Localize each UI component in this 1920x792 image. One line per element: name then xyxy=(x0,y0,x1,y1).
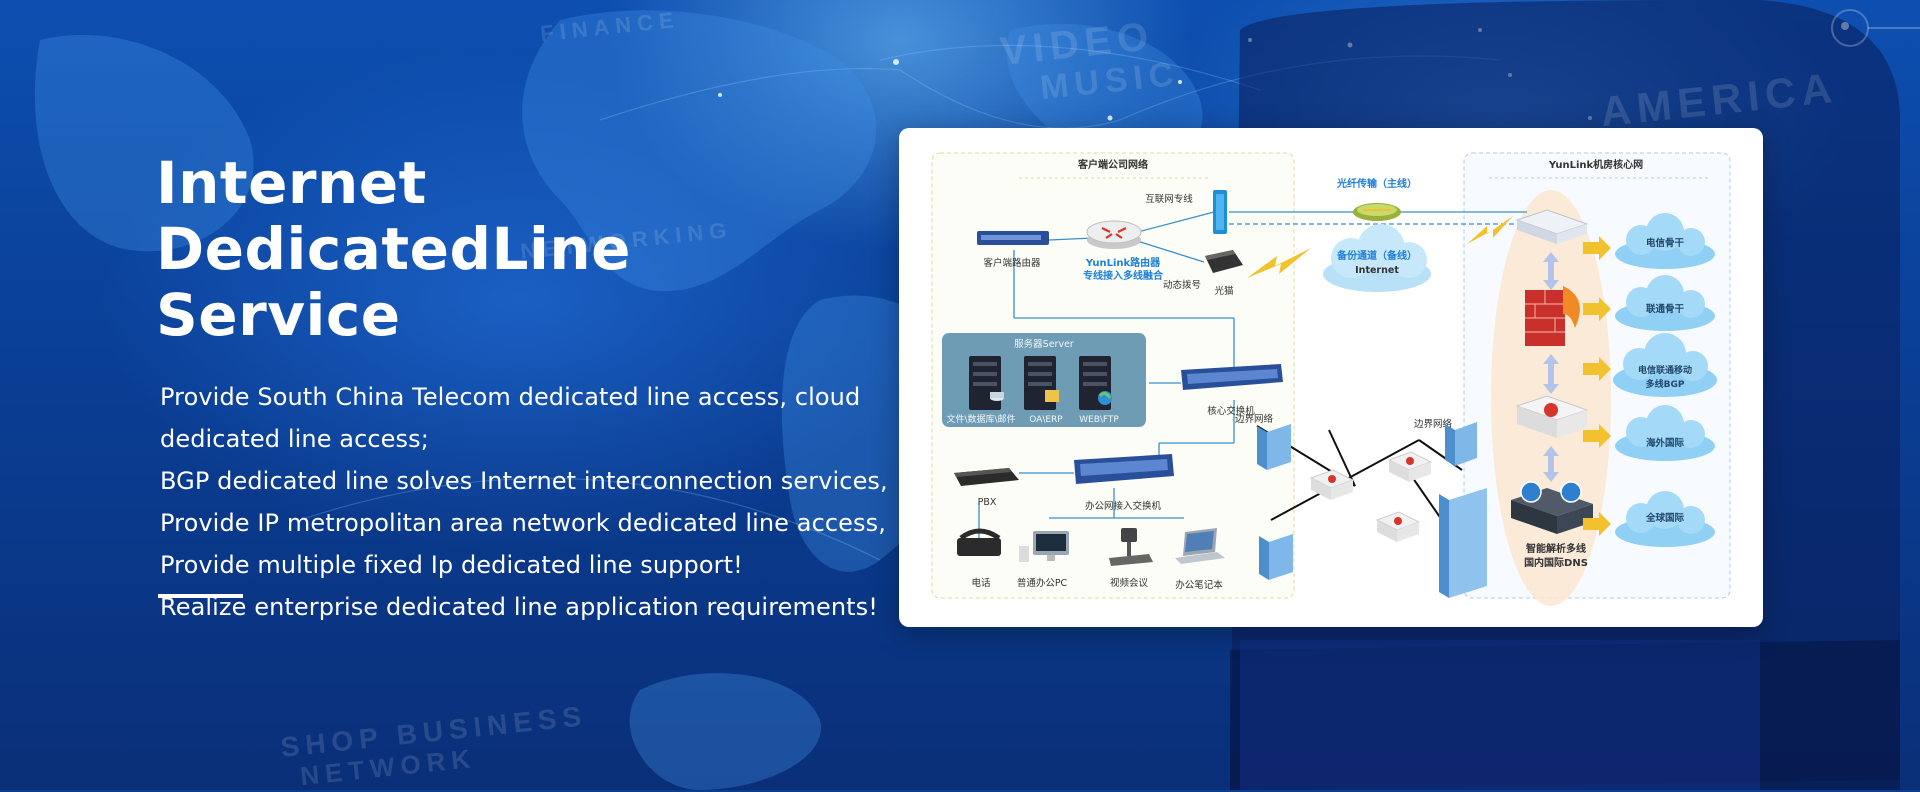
building-icon xyxy=(1445,422,1477,466)
title-line-1: Internet DedicatedLine xyxy=(156,149,631,283)
dns-label-line-1: 智能解析多线 xyxy=(1526,542,1586,555)
lightning-bolt-icon xyxy=(1247,248,1311,278)
description-line: Provide multiple fixed Ip dedicated line… xyxy=(160,551,743,579)
backbone-cloud-icon xyxy=(1613,333,1717,397)
video-conference-icon xyxy=(1109,528,1153,566)
service-description: Provide South China Telecom dedicated li… xyxy=(156,376,888,628)
backbone-label-telecom: 电信骨干 xyxy=(1646,237,1685,249)
desktop-pc-icon xyxy=(1019,531,1069,562)
server-rack-icon xyxy=(1024,356,1059,410)
description-line: BGP dedicated line solves Internet inter… xyxy=(160,467,888,495)
internet-line-label: 互联网专线 xyxy=(1145,193,1193,205)
router-subtitle-label: 专线接入多线融合 xyxy=(1083,269,1164,282)
core-switch-device xyxy=(1181,364,1283,390)
backbone-label-overseas: 海外国际 xyxy=(1646,437,1685,449)
backbone-cloud-icon xyxy=(1615,275,1715,331)
network-diagram-card: 客户端公司网络 YunLink机房核心网 xyxy=(899,128,1763,627)
description-line: dedicated line access; xyxy=(160,425,429,453)
laptop-icon xyxy=(1175,528,1225,564)
customer-zone-label: 客户端公司网络 xyxy=(1077,158,1148,171)
backbone-label-bgp-line-1: 电信联通移动 xyxy=(1638,364,1692,376)
firewall-box-icon xyxy=(1387,451,1433,482)
internet-line-device xyxy=(1213,190,1227,234)
customer-router-label: 客户端路由器 xyxy=(983,257,1041,269)
tower-building-icon xyxy=(1439,488,1487,598)
server-label-file: 文件\数据库\邮件 xyxy=(946,413,1015,425)
title-line-2: Service xyxy=(156,281,401,349)
backbone-arrow-icon xyxy=(1583,512,1611,536)
firewall-box-icon xyxy=(1375,511,1421,542)
backbone-label-global: 全球国际 xyxy=(1645,512,1685,524)
core-zone-label: YunLink机房核心网 xyxy=(1548,158,1643,171)
endpoint-label-video: 视频会议 xyxy=(1110,577,1149,589)
phone-icon xyxy=(957,528,1001,556)
title-underline xyxy=(158,594,243,598)
core-stack-arrows xyxy=(1543,252,1559,482)
server-group-label: 服务器Server xyxy=(1014,338,1074,350)
backbone-cloud-icon xyxy=(1615,405,1715,461)
router-name-label: YunLink路由器 xyxy=(1085,256,1161,269)
description-line: Provide South China Telecom dedicated li… xyxy=(160,383,861,411)
security-gateway-device xyxy=(1515,395,1589,438)
pbx-label: PBX xyxy=(978,497,997,508)
backbone-label-unicom: 联通骨干 xyxy=(1646,303,1685,315)
server-label-web: WEB\FTP xyxy=(1079,415,1119,425)
backbone-arrow-icon xyxy=(1583,424,1611,448)
endpoint-label-pc: 普通办公PC xyxy=(1017,577,1068,589)
dialup-label: 动态拨号 xyxy=(1163,279,1201,291)
firewall-box-icon xyxy=(1309,469,1355,500)
customer-router-device xyxy=(977,231,1049,245)
fiber-label: 光纤传输（主线） xyxy=(1336,177,1417,190)
dns-server-device xyxy=(1511,481,1593,534)
pbx-device xyxy=(954,468,1019,486)
internet-label: Internet xyxy=(1355,265,1399,276)
building-icon xyxy=(1257,424,1291,470)
office-switch-device xyxy=(1074,454,1174,484)
border-net-label-left: 边界网络 xyxy=(1235,413,1274,425)
description-line: Provide IP metropolitan area network ded… xyxy=(160,509,886,537)
backup-label: 备份通道（备线） xyxy=(1336,249,1417,262)
fiber-coil-device xyxy=(1353,203,1401,221)
backbone-arrow-icon xyxy=(1583,357,1611,381)
endpoint-label-laptop: 办公笔记本 xyxy=(1175,579,1223,591)
network-diagram: 客户端公司网络 YunLink机房核心网 xyxy=(931,152,1731,606)
core-switch-label: 核心交换机 xyxy=(1207,405,1255,417)
backbone-cloud-icon xyxy=(1615,213,1715,269)
server-label-oa: OA\ERP xyxy=(1029,415,1063,425)
backbone-arrow-icon xyxy=(1583,297,1611,321)
backbone-arrow-icon xyxy=(1583,236,1611,260)
endpoint-label-phone: 电话 xyxy=(971,577,991,589)
modem-device xyxy=(1205,250,1243,273)
internet-cloud-icon xyxy=(1323,224,1431,292)
hero-text-block: Internet DedicatedLine Service Provide S… xyxy=(156,150,888,628)
page-title: Internet DedicatedLine Service xyxy=(156,150,886,348)
core-router-device xyxy=(1515,209,1589,244)
backbone-label-bgp-line-2: 多线BGP xyxy=(1646,378,1685,390)
building-icon xyxy=(1259,534,1293,580)
backbone-cloud-icon xyxy=(1615,491,1715,547)
office-switch-label: 办公网接入交换机 xyxy=(1085,500,1162,512)
border-net-label-right: 边界网络 xyxy=(1414,418,1453,430)
yunlink-router-device xyxy=(1086,220,1142,249)
server-rack-icon xyxy=(969,356,1004,410)
dns-label-line-2: 国内国际DNS xyxy=(1524,556,1588,569)
modem-label: 光猫 xyxy=(1214,285,1233,297)
description-line: Realize enterprise dedicated line applic… xyxy=(160,593,879,621)
firewall-wall-icon xyxy=(1525,286,1580,346)
server-rack-icon xyxy=(1079,356,1112,410)
lightning-bolt-icon xyxy=(1467,216,1513,244)
